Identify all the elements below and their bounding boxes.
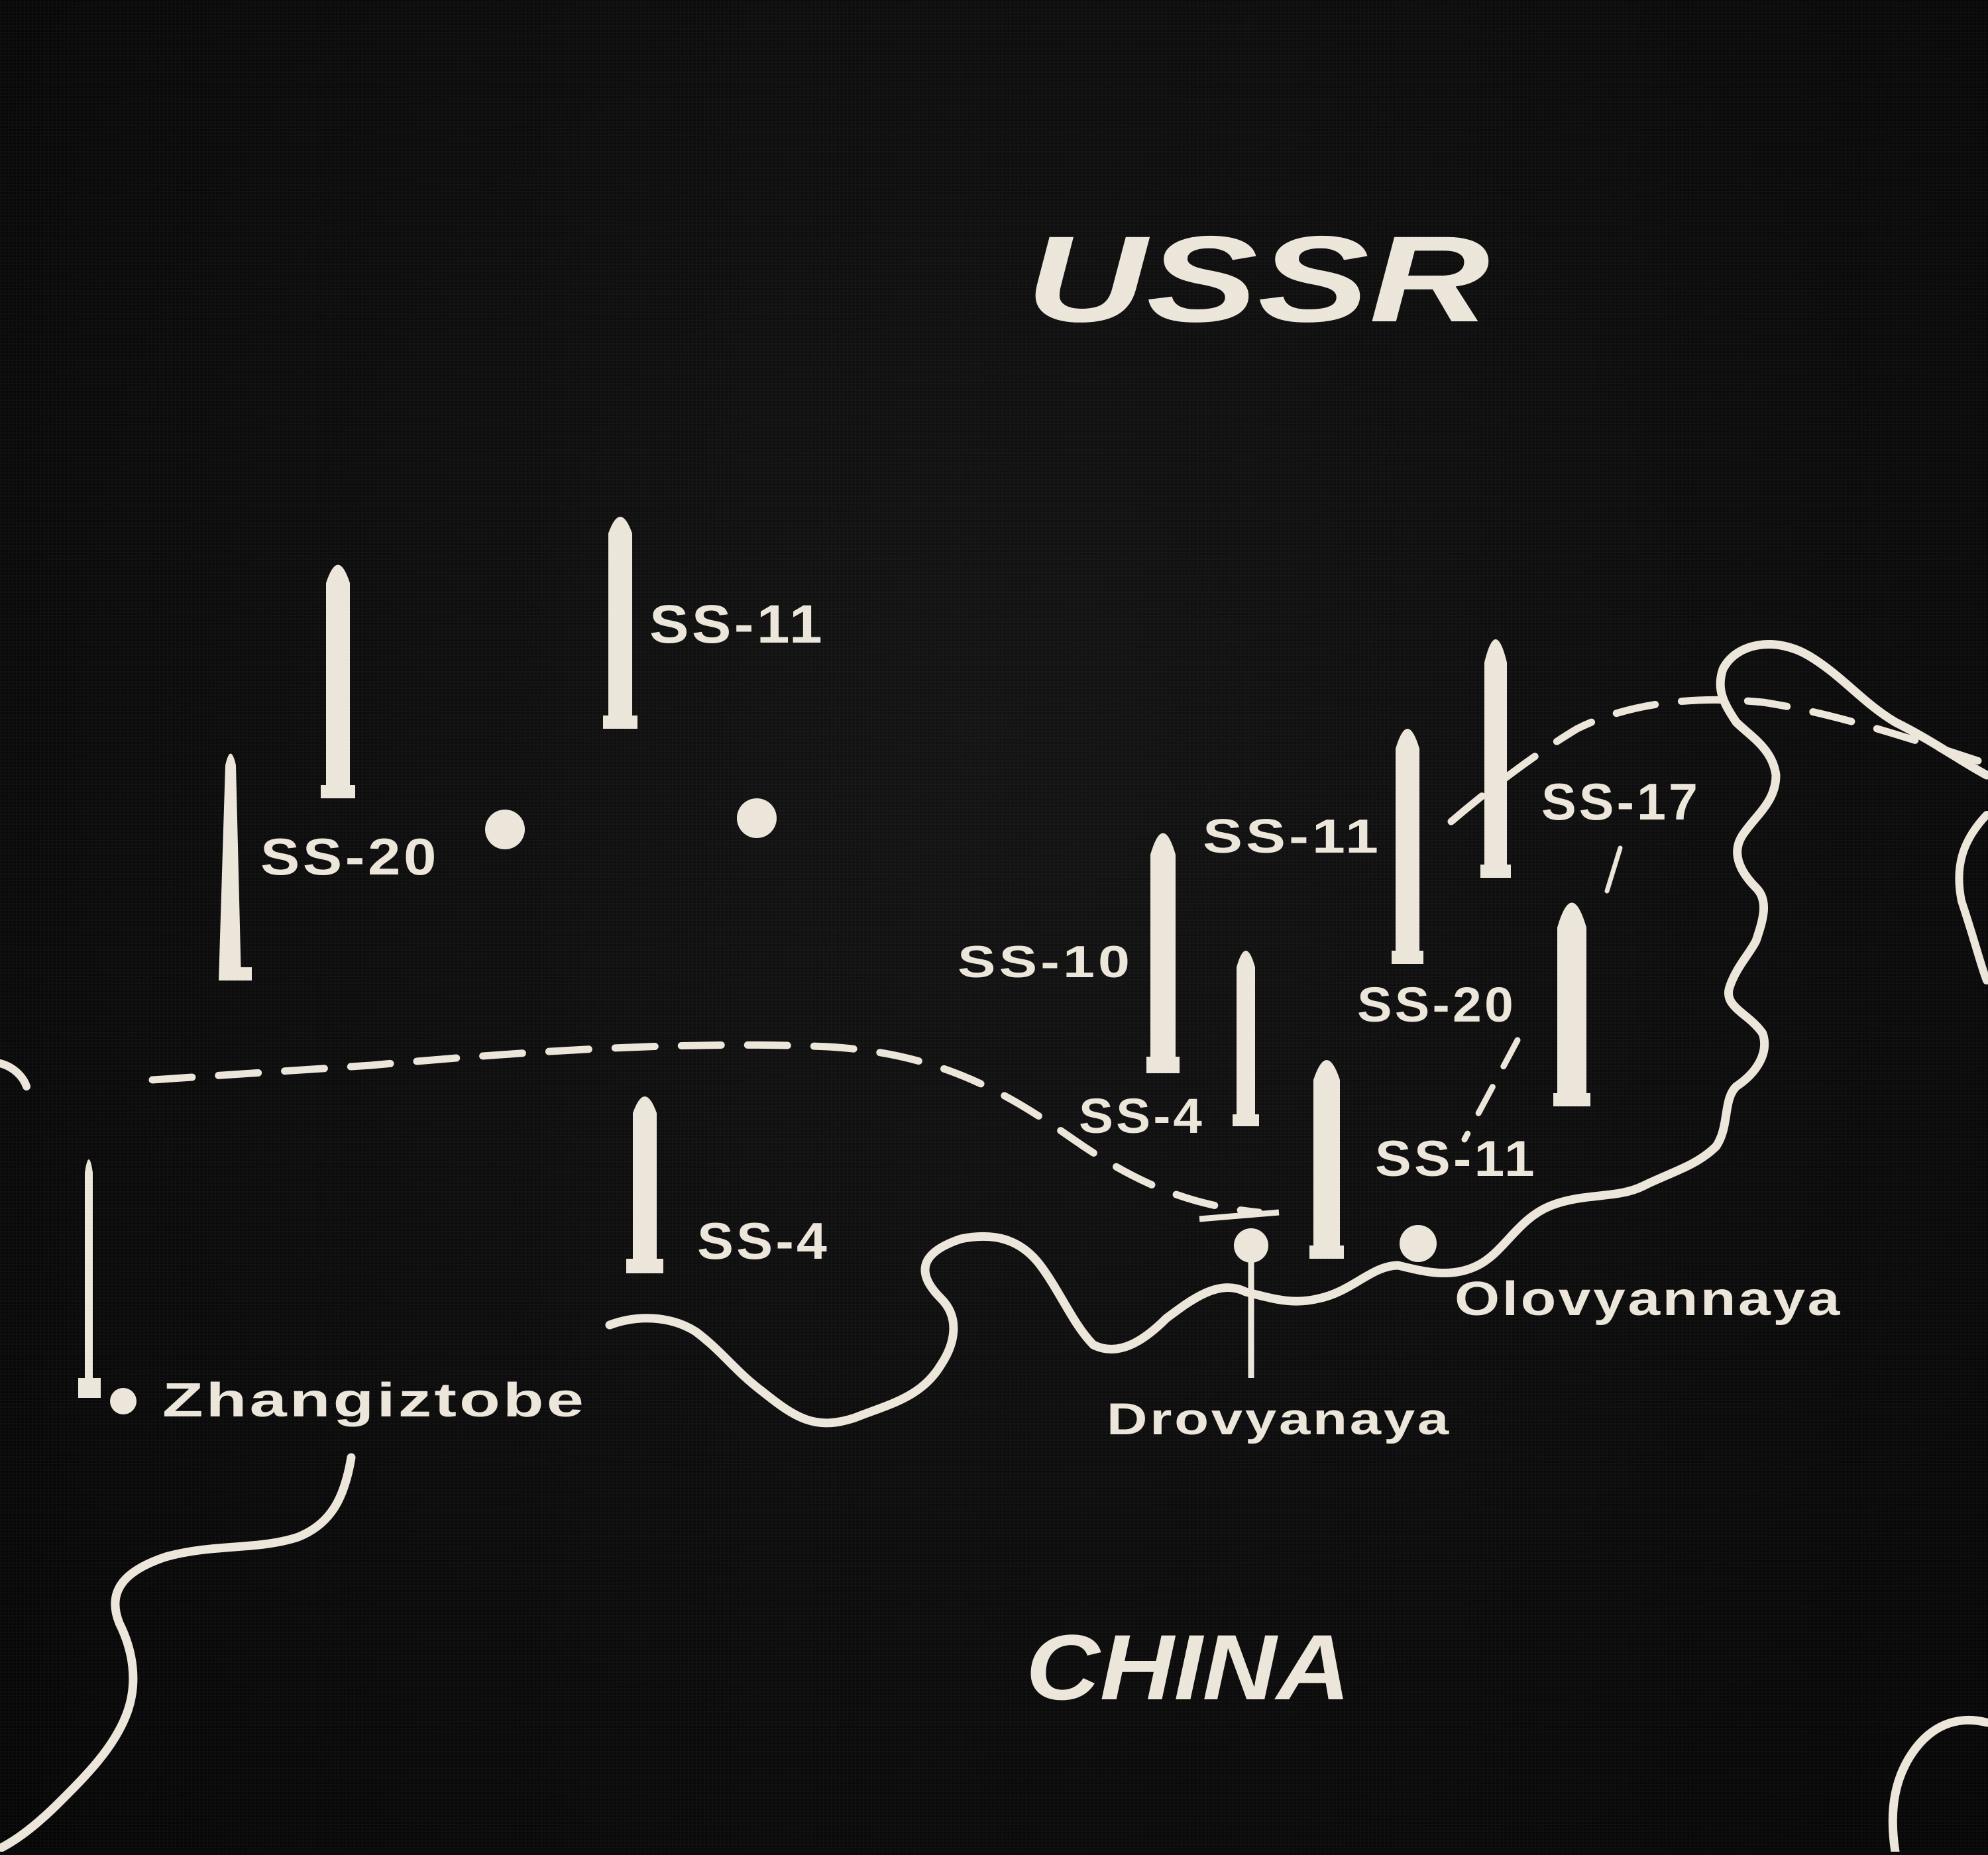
missile-label-ss11-east: SS-11 <box>1203 810 1382 863</box>
place-label-drovyanaya: Drovyanaya <box>1107 1394 1451 1444</box>
east-coast-line <box>1955 811 1988 984</box>
place-label-zhangiztobe: Zhangiztobe <box>162 1374 586 1427</box>
southeast-coast-line <box>1888 1715 1988 1855</box>
missile-icon-ss11-top <box>603 517 637 729</box>
solid-border-line <box>605 640 1988 1428</box>
missile-icon-ss4-mid <box>1233 951 1259 1126</box>
missile-icon-ss11-east-a <box>1392 729 1423 964</box>
missile-icon-ss11-low <box>1309 1060 1344 1259</box>
missile-label-ss4-center: SS-4 <box>697 1212 830 1270</box>
missile-icon-ss20-a <box>219 753 252 980</box>
missile-icon-ss17 <box>1480 639 1511 878</box>
west-border-line <box>0 1059 30 1090</box>
missile-icon-ss20-b <box>321 564 355 798</box>
place-label-olovyannaya: Olovyannaya <box>1455 1273 1842 1326</box>
site-dot-zhangiztobe <box>110 1388 137 1414</box>
missile-icon-zhangiztobe <box>78 1159 101 1398</box>
site-dot-center <box>737 798 777 838</box>
leader-line-ss17 <box>1604 845 1623 894</box>
country-label-china: CHINA <box>1026 1615 1351 1719</box>
missile-label-ss11-low: SS-11 <box>1375 1131 1537 1187</box>
site-dot-olovyannaya <box>1400 1225 1437 1262</box>
missile-label-ss20-left: SS-20 <box>260 827 439 886</box>
missile-icon-ss4-center <box>626 1096 663 1273</box>
dashed-border-line <box>148 1041 1263 1216</box>
missile-label-ss11-top: SS-11 <box>649 594 825 655</box>
dashed-border-east <box>1447 696 1985 825</box>
missile-icon-ss20-east <box>1553 902 1590 1106</box>
missile-label-ss20-east: SS-20 <box>1357 977 1516 1032</box>
site-marker-drovyanaya <box>1199 1209 1280 1378</box>
country-label-ussr: USSR <box>1026 211 1490 348</box>
dashed-border-diagonal <box>1461 1037 1521 1143</box>
missile-label-ss10: SS-10 <box>958 937 1133 987</box>
missile-label-ss17: SS-17 <box>1541 772 1700 831</box>
site-dot-west <box>485 810 525 849</box>
missile-icon-ss10 <box>1146 833 1180 1073</box>
southwest-border-line <box>0 1453 356 1853</box>
missile-label-ss4-mid: SS-4 <box>1079 1088 1205 1143</box>
